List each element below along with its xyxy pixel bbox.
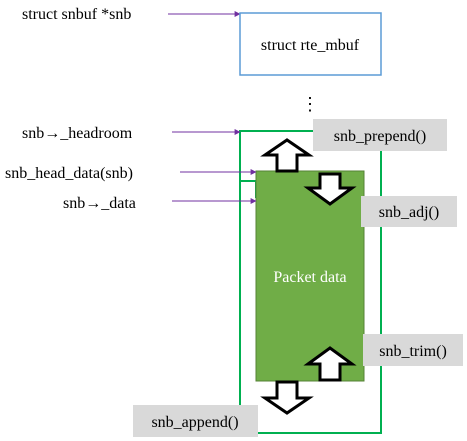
packet-data-region <box>255 170 365 382</box>
data-pointer-label: snb→_data <box>63 195 136 212</box>
head-data-outline <box>240 180 257 198</box>
adj-op-box <box>361 196 457 227</box>
adj-op-label: snb_adj() <box>379 204 439 221</box>
packet-data-label: Packet data <box>273 269 346 286</box>
trim-op-box <box>363 334 463 366</box>
buffer-outline <box>239 130 382 434</box>
trim-up-arrow <box>303 346 357 382</box>
trim-op-label: snb_trim() <box>379 343 447 360</box>
snb-pointer-label: struct snbuf *snb <box>22 6 131 23</box>
rte-mbuf-box <box>239 12 382 76</box>
append-op-label: snb_append() <box>151 414 238 431</box>
prepend-up-arrow <box>260 138 314 173</box>
adj-down-arrow <box>303 172 357 206</box>
rte-mbuf-label: struct rte_mbuf <box>261 37 360 54</box>
prepend-op-label: snb_prepend() <box>334 128 426 145</box>
ellipsis: ⋮ <box>301 94 319 114</box>
head-data-label: snb_head_data(snb) <box>5 165 133 182</box>
append-op-box <box>133 405 258 437</box>
append-down-arrow <box>260 380 314 415</box>
headroom-label: snb→_headroom <box>22 125 133 142</box>
prepend-op-box <box>313 119 447 151</box>
